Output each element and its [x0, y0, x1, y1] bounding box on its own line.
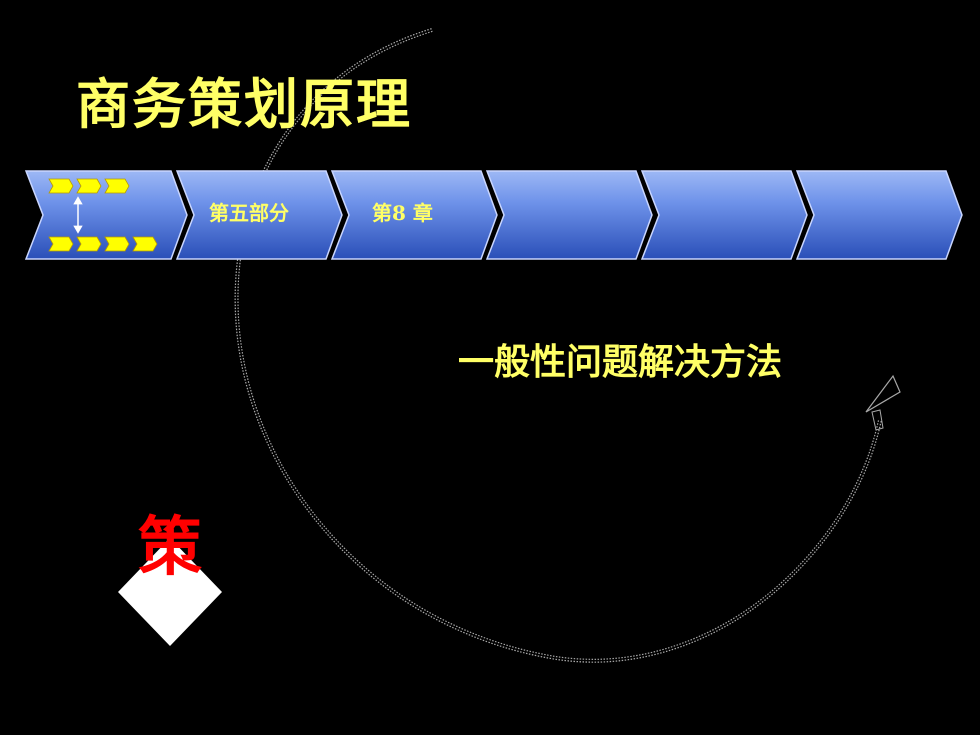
up-down-arrow-icon — [73, 196, 83, 234]
process-segment-4[interactable] — [485, 170, 653, 260]
mini-chevron-icons — [48, 178, 158, 252]
circular-arrow-icon — [234, 28, 901, 663]
process-segment-3-label: 第8 章 — [372, 201, 433, 225]
process-segment-3[interactable] — [330, 170, 498, 260]
process-segment-6[interactable] — [795, 170, 963, 260]
process-segment-1[interactable] — [24, 170, 188, 260]
process-segment-2-label: 第五部分 — [209, 201, 289, 225]
logo-character: 策 — [138, 510, 202, 585]
process-bar — [24, 170, 963, 260]
diamond-logo-icon — [118, 538, 222, 646]
process-segment-2[interactable] — [175, 170, 343, 260]
slide-subtitle: 一般性问题解决方法 — [458, 341, 783, 383]
slide-title: 商务策划原理 — [76, 73, 412, 136]
process-segment-5[interactable] — [640, 170, 808, 260]
